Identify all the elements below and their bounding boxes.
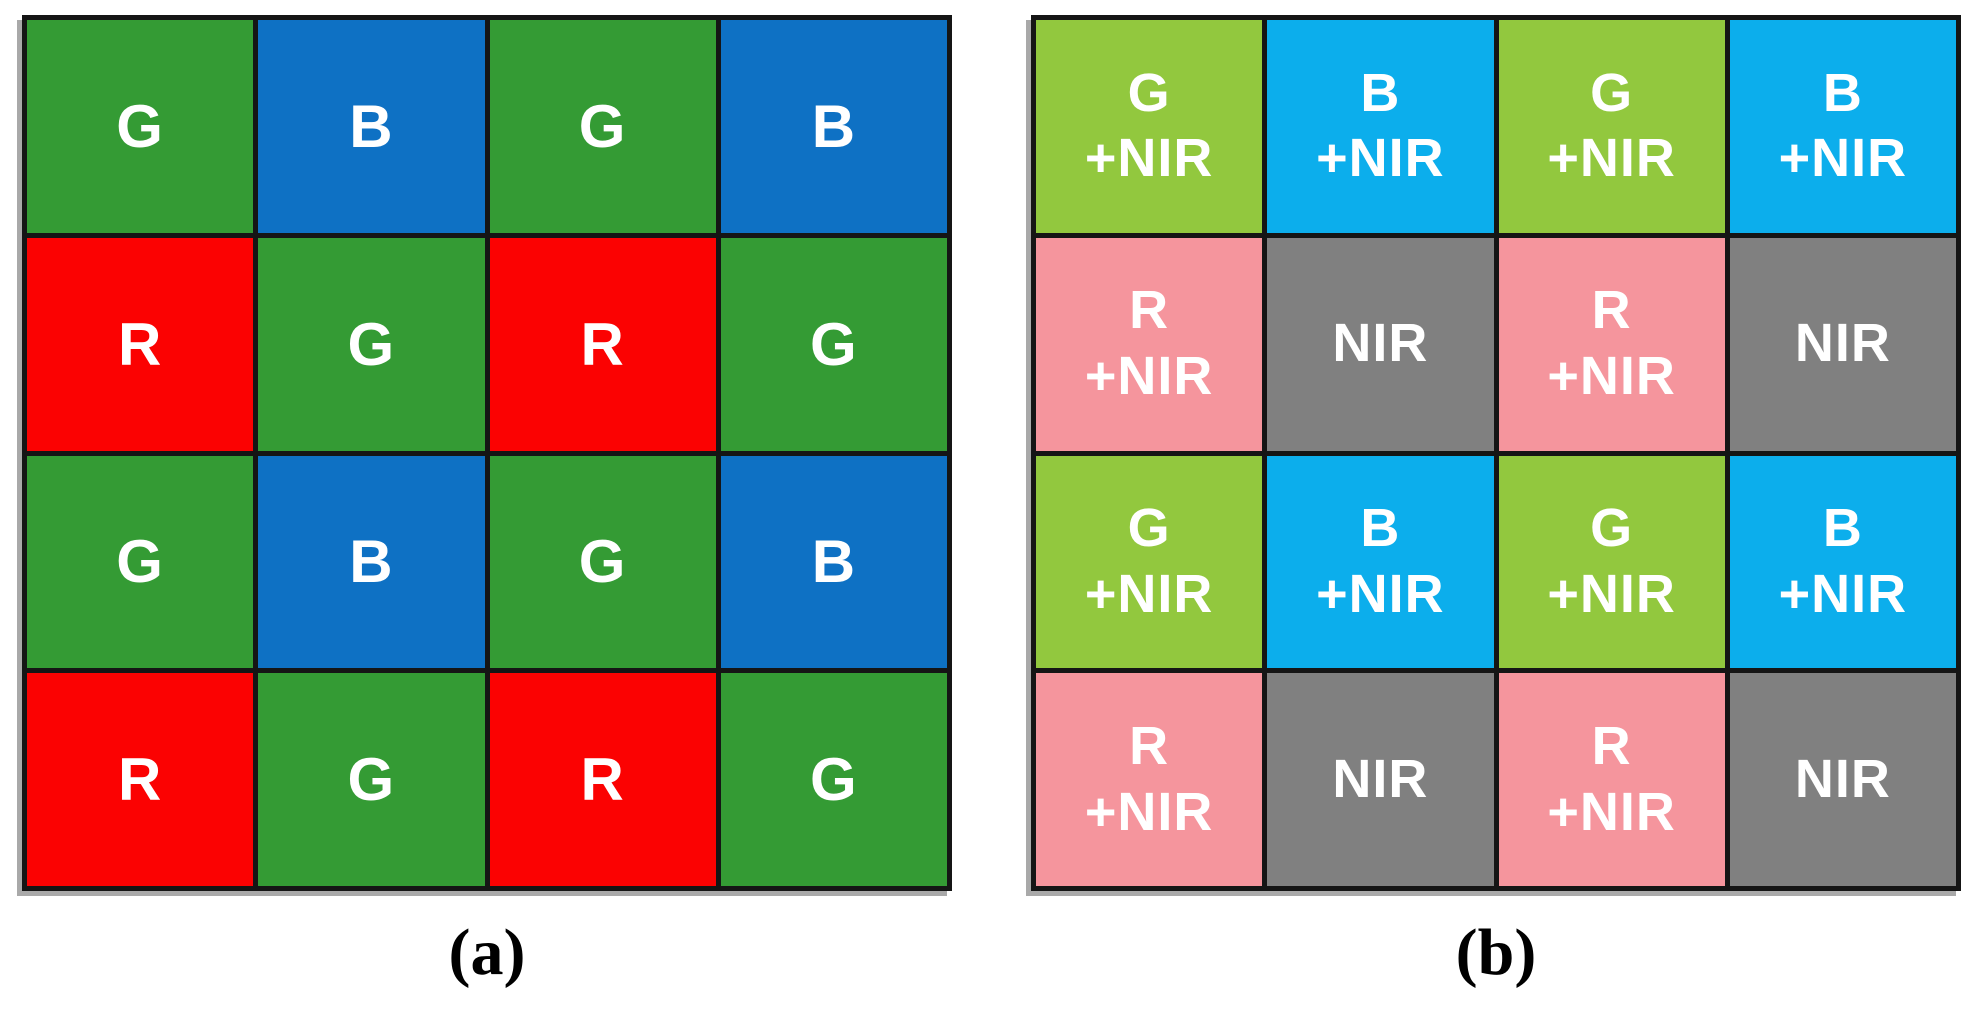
pixel-cell-g: G (27, 20, 254, 233)
panel-label-a: (a) (448, 916, 526, 989)
pixel-cell-b: B (258, 20, 485, 233)
pixel-cell-label: B (811, 92, 857, 160)
pixel-cell-label: +NIR (1316, 563, 1445, 624)
pixel-cell-b: B (720, 20, 947, 233)
pixel-cell-nir: NIR (1729, 237, 1956, 451)
pixel-cell-label: G (1590, 62, 1634, 123)
pixel-cell-label: B (1360, 498, 1401, 558)
pixel-cell-label: +NIR (1547, 128, 1676, 189)
pixel-cell-label: G (1127, 62, 1171, 123)
pixel-cell-r: R (27, 237, 254, 451)
pixel-cell-label: G (116, 92, 164, 160)
pixel-cell-g: G (489, 455, 716, 669)
pixel-cell-gplus-nir: G+NIR (1498, 20, 1725, 233)
pixel-cell-label: +NIR (1778, 563, 1908, 624)
pixel-cell-nir: NIR (1267, 237, 1494, 451)
pixel-cell-label: +NIR (1084, 563, 1214, 624)
pixel-cell-label: B (349, 92, 394, 160)
pixel-cell-label: R (1129, 280, 1170, 341)
bayer-pattern-grid: G B G B R G R G G B G B R G R G (22, 15, 952, 891)
pixel-cell-label: +NIR (1547, 563, 1676, 624)
pixel-cell-rplus-nir: R+NIR (1036, 237, 1263, 451)
pixel-cell-label: B (1822, 62, 1863, 123)
pixel-cell-nir: NIR (1267, 673, 1494, 886)
pixel-cell-label: G (1590, 498, 1634, 558)
pixel-cell-g: G (720, 237, 947, 451)
pixel-cell-label: R (580, 310, 625, 378)
pixel-cell-g: G (720, 673, 947, 886)
pixel-cell-label: G (116, 528, 164, 596)
pixel-cell-label: R (1591, 280, 1632, 341)
pixel-cell-label: G (810, 310, 858, 378)
pixel-cell-label: NIR (1794, 748, 1891, 809)
pixel-cell-bplus-nir: B+NIR (1729, 20, 1956, 233)
pixel-cell-label: +NIR (1778, 128, 1908, 189)
pixel-cell-label: NIR (1794, 313, 1891, 374)
panel-label-b: (b) (1455, 916, 1537, 989)
pixel-cell-b: B (720, 455, 947, 669)
pixel-cell-gplus-nir: G+NIR (1498, 455, 1725, 669)
pixel-cell-label: G (347, 746, 396, 814)
pixel-cell-label: G (578, 92, 627, 160)
pixel-cell-label: G (1127, 498, 1171, 558)
pixel-cell-label: NIR (1332, 313, 1429, 374)
pixel-cell-label: B (1360, 62, 1401, 123)
pixel-cell-label: +NIR (1084, 128, 1214, 189)
pixel-cell-gplus-nir: G+NIR (1036, 20, 1263, 233)
pixel-cell-label: R (1591, 715, 1632, 776)
pixel-cell-bplus-nir: B+NIR (1267, 20, 1494, 233)
pixel-cell-rplus-nir: R+NIR (1498, 673, 1725, 886)
pixel-cell-g: G (258, 237, 485, 451)
pixel-cell-rplus-nir: R+NIR (1498, 237, 1725, 451)
pixel-cell-label: G (810, 746, 858, 814)
pixel-cell-b: B (258, 455, 485, 669)
pixel-cell-label: +NIR (1547, 346, 1676, 407)
pixel-cell-label: +NIR (1547, 781, 1676, 842)
pixel-cell-label: +NIR (1084, 346, 1214, 407)
pixel-cell-rplus-nir: R+NIR (1036, 673, 1263, 886)
pixel-cell-g: G (27, 455, 254, 669)
pixel-cell-label: B (1822, 498, 1863, 558)
pixel-cell-r: R (489, 673, 716, 886)
pixel-cell-label: R (580, 746, 625, 814)
pixel-cell-label: R (1129, 715, 1170, 776)
pixel-cell-bplus-nir: B+NIR (1267, 455, 1494, 669)
pixel-cell-label: NIR (1332, 748, 1429, 809)
pixel-cell-label: G (347, 310, 396, 378)
pixel-cell-r: R (489, 237, 716, 451)
pixel-cell-label: G (578, 528, 627, 596)
pixel-cell-nir: NIR (1729, 673, 1956, 886)
pixel-cell-label: +NIR (1084, 781, 1214, 842)
pixel-cell-bplus-nir: B+NIR (1729, 455, 1956, 669)
pixel-cell-g: G (489, 20, 716, 233)
pixel-cell-label: +NIR (1316, 128, 1445, 189)
pixel-cell-label: R (117, 746, 163, 814)
pixel-cell-label: R (117, 310, 163, 378)
pixel-cell-r: R (27, 673, 254, 886)
pixel-cell-label: B (349, 528, 394, 596)
pixel-cell-label: B (811, 528, 857, 596)
pixel-cell-gplus-nir: G+NIR (1036, 455, 1263, 669)
pixel-cell-g: G (258, 673, 485, 886)
